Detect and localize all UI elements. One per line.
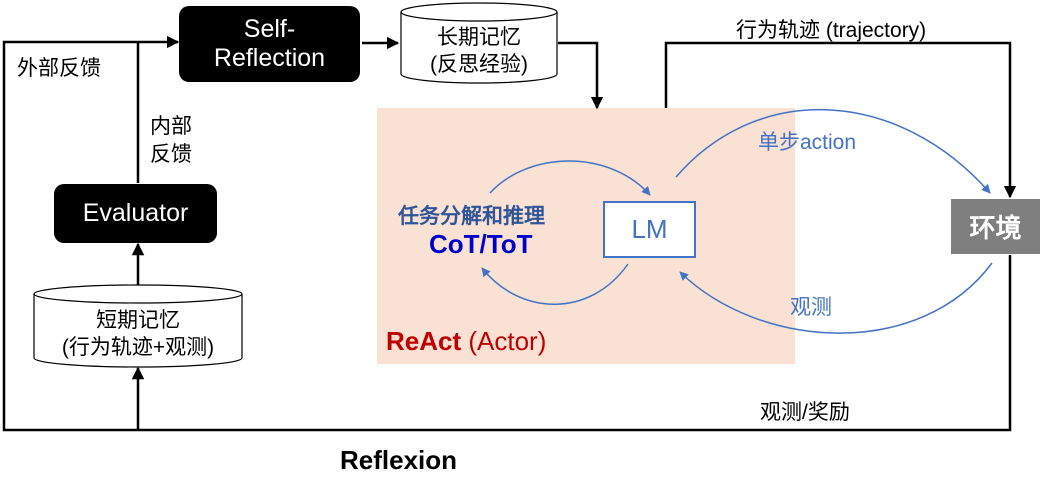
react-bold-label: ReAct [386, 326, 462, 356]
evaluator-box: Evaluator [54, 184, 217, 243]
react-actor-region [377, 108, 795, 364]
single-step-action-arrow [675, 108, 991, 194]
internal-feedback-label-1: 内部 [150, 115, 192, 138]
observation-reward-loop [2, 35, 1012, 432]
short-memory-label: 短期记忆 (行为轨迹+观测) [34, 307, 242, 361]
self-reflection-box: Self- Reflection [179, 6, 360, 82]
long-memory-title: 长期记忆 [437, 26, 521, 49]
short-memory-title: 短期记忆 [96, 309, 180, 332]
trajectory-label: 行为轨迹 (trajectory) [736, 19, 927, 42]
reasoning-to-lm-arrow [489, 160, 651, 196]
diagram-title: Reflexion [340, 445, 458, 475]
observation-reward-label: 观测/奖励 [760, 401, 850, 424]
lm-box: LM [603, 201, 696, 258]
long-memory-to-react-arrow [558, 41, 604, 110]
cot-tot-label: CoT/ToT [429, 229, 533, 259]
external-feedback-label: 外部反馈 [17, 57, 101, 80]
react-actor-label: ReAct (Actor) [386, 326, 546, 357]
lm-to-reasoning-arrow [481, 263, 629, 305]
long-memory-subtitle: (反思经验) [430, 53, 528, 76]
trajectory-arrow [664, 41, 1017, 199]
environment-box: 环境 [951, 199, 1040, 254]
task-decomposition-label: 任务分解和推理 [398, 205, 545, 228]
long-memory-cylinder [400, 2, 558, 84]
actor-label: (Actor) [461, 326, 547, 356]
observation-label: 观测 [790, 296, 832, 319]
short-memory-cylinder [33, 284, 243, 368]
short-memory-subtitle: (行为轨迹+观测) [61, 336, 215, 359]
single-step-action-label: 单步action [758, 131, 857, 154]
internal-feedback-label-2: 反馈 [150, 143, 192, 166]
long-memory-label: 长期记忆 (反思经验) [401, 24, 557, 78]
observation-arrow [679, 262, 993, 334]
